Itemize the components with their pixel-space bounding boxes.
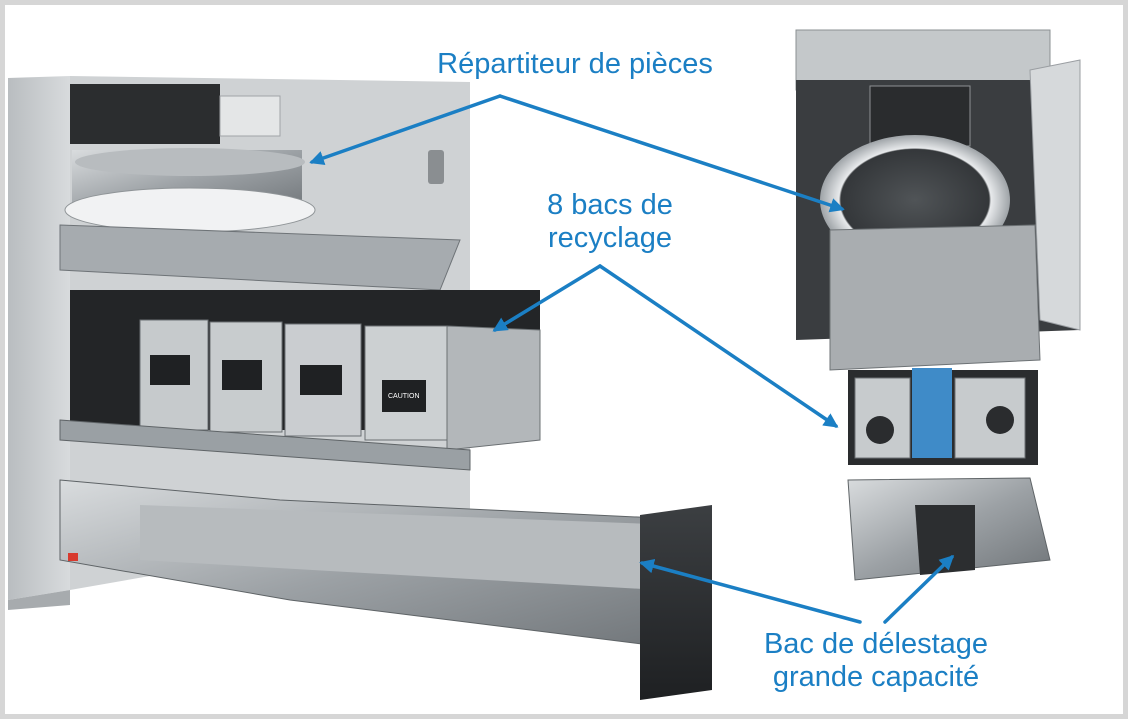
arrow-recycling-left [492,264,602,332]
arrow-overflow-left [639,558,862,624]
label-overflow-bin: Bac de délestage grande capacité [730,628,1022,694]
arrow-overflow-right [883,554,955,624]
rail-upper [59,419,471,471]
annotation-arrows [309,94,955,624]
distributor-disc [64,187,316,233]
label-coin-distributor-text: Répartiteur de pièces [437,48,713,80]
left-machine: CAUTION [8,76,712,700]
arrow-recycling-right [598,264,839,428]
label-coin-distributor: Répartiteur de pièces [412,48,738,81]
recycling-bins-left: CAUTION [139,319,541,451]
latch [428,150,444,184]
right-machine [795,29,1081,581]
left-cabinet-inner [70,84,220,144]
label-overflow-bin-line1: Bac de délestage [763,628,989,660]
right-top-plate [829,224,1041,371]
label-recycling-bins-line1: 8 bacs de [547,189,673,221]
caution-sticker: CAUTION [388,393,420,400]
label-overflow-bin-line2: grande capacité [772,661,980,693]
label-recycling-bins-line2: recyclage [547,222,673,254]
drawer-front [640,505,712,700]
right-cabinet-door [1029,59,1081,331]
arrow-distributor-left [309,94,502,166]
arrow-distributor-right [498,94,845,213]
label-recycling-bins: 8 bacs de recyclage [500,189,720,255]
left-cabinet-body [8,76,70,600]
power-indicator [68,553,78,561]
